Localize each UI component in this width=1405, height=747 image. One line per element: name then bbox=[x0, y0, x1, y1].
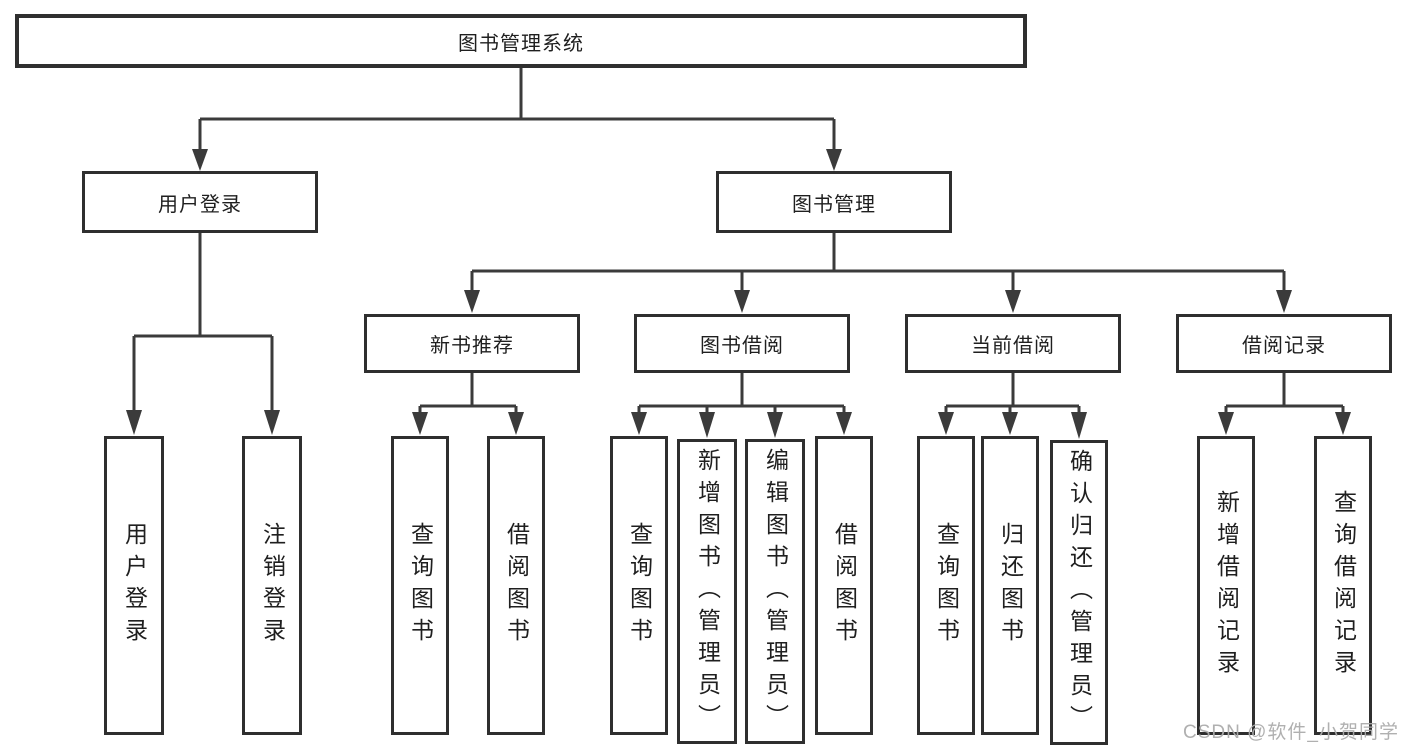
node-label: 归还图书 bbox=[997, 521, 1024, 650]
node-label: 用户登录 bbox=[121, 521, 148, 650]
arrow-down-icon bbox=[1335, 412, 1351, 435]
node-label: 确认归还（管理员） bbox=[1066, 448, 1093, 737]
arrow-down-icon bbox=[412, 412, 428, 435]
arrow-down-icon bbox=[767, 412, 783, 438]
node-label: 注销登录 bbox=[259, 521, 286, 650]
arrow-down-icon bbox=[126, 410, 142, 435]
arrow-down-icon bbox=[734, 290, 750, 313]
node-label: 用户登录 bbox=[158, 193, 242, 216]
csdn-watermark: CSDN @软件_小贺同学 bbox=[1183, 722, 1399, 743]
node-label: 借阅图书 bbox=[831, 521, 858, 650]
node-user-login: 用户登录 bbox=[82, 171, 318, 233]
arrow-down-icon bbox=[826, 149, 842, 171]
node-new-book-recommend: 新书推荐 bbox=[364, 314, 580, 373]
arrow-down-icon bbox=[1276, 290, 1292, 313]
arrow-down-icon bbox=[464, 290, 480, 313]
leaf-br-add-record: 新增借阅记录 bbox=[1197, 436, 1255, 735]
node-label: 当前借阅 bbox=[971, 335, 1055, 357]
arrow-down-icon bbox=[264, 410, 280, 435]
node-label: 图书管理 bbox=[792, 193, 876, 216]
leaf-bb-borrow-book: 借阅图书 bbox=[815, 436, 873, 735]
node-label: 查询图书 bbox=[407, 521, 434, 650]
node-label: 借阅图书 bbox=[503, 521, 530, 650]
node-borrow-records: 借阅记录 bbox=[1176, 314, 1392, 373]
arrow-down-icon bbox=[508, 412, 524, 435]
arrow-down-icon bbox=[836, 412, 852, 435]
node-library-management-system: 图书管理系统 bbox=[15, 14, 1027, 68]
arrow-down-icon bbox=[938, 412, 954, 435]
leaf-user-login: 用户登录 bbox=[104, 436, 164, 735]
node-label: 图书管理系统 bbox=[458, 32, 584, 55]
node-label: 查询图书 bbox=[626, 521, 653, 650]
arrow-down-icon bbox=[631, 412, 647, 435]
leaf-br-query-record: 查询借阅记录 bbox=[1314, 436, 1372, 735]
leaf-logout: 注销登录 bbox=[242, 436, 302, 735]
leaf-cb-return-book: 归还图书 bbox=[981, 436, 1039, 735]
arrow-down-icon bbox=[1002, 412, 1018, 435]
arrow-down-icon bbox=[1218, 412, 1234, 435]
arrow-down-icon bbox=[1071, 412, 1087, 439]
leaf-bb-query-book: 查询图书 bbox=[610, 436, 668, 735]
node-label: 图书借阅 bbox=[700, 335, 784, 357]
node-book-management: 图书管理 bbox=[716, 171, 952, 233]
connector-arrowheads bbox=[126, 149, 1351, 439]
node-label: 编辑图书（管理员） bbox=[762, 447, 789, 736]
node-label: 查询图书 bbox=[933, 521, 960, 650]
arrow-down-icon bbox=[699, 412, 715, 438]
leaf-cb-query-book: 查询图书 bbox=[917, 436, 975, 735]
leaf-cb-confirm-return-admin: 确认归还（管理员） bbox=[1050, 440, 1108, 745]
node-label: 新书推荐 bbox=[430, 335, 514, 357]
leaf-nbr-borrow-book: 借阅图书 bbox=[487, 436, 545, 735]
node-label: 查询借阅记录 bbox=[1330, 489, 1357, 682]
arrow-down-icon bbox=[192, 149, 208, 171]
connector-line-group bbox=[132, 68, 1345, 414]
node-label: 借阅记录 bbox=[1242, 335, 1326, 357]
node-current-borrow: 当前借阅 bbox=[905, 314, 1121, 373]
leaf-bb-edit-book-admin: 编辑图书（管理员） bbox=[745, 439, 805, 744]
node-label: 新增图书（管理员） bbox=[694, 447, 721, 736]
arrow-down-icon bbox=[1005, 290, 1021, 313]
leaf-nbr-query-book: 查询图书 bbox=[391, 436, 449, 735]
node-label: 新增借阅记录 bbox=[1213, 489, 1240, 682]
node-book-borrow: 图书借阅 bbox=[634, 314, 850, 373]
leaf-bb-add-book-admin: 新增图书（管理员） bbox=[677, 439, 737, 744]
